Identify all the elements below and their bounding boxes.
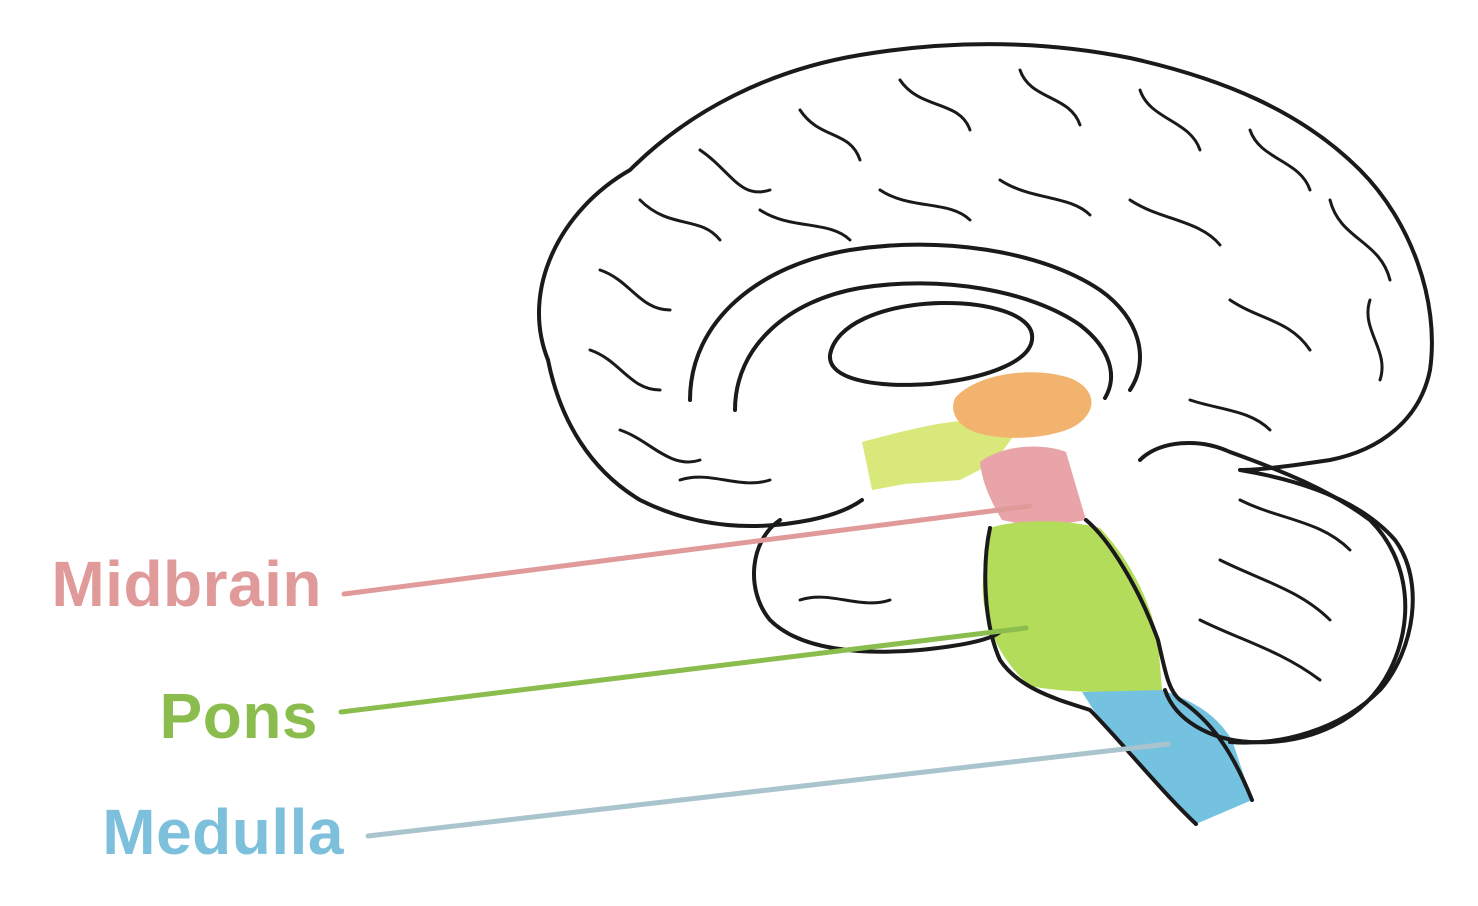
brainstem-outline-right [1084,518,1254,802]
brain-outline [537,42,1434,826]
gyrus-lines [588,68,1392,682]
corpus-callosum-inner [733,281,1113,412]
pons-label: Pons [159,680,318,752]
medulla-region [1082,690,1252,824]
midbrain-label: Midbrain [51,548,322,620]
corpus-callosum-outer [688,242,1142,402]
lateral-ventricle [827,300,1035,387]
thalamus-region [953,372,1092,438]
frontal-base-outline [546,358,864,528]
medulla-leader-line [365,741,1171,839]
midbrain-leader-line [341,503,1033,597]
cerebrum-outline [537,42,1434,745]
medulla-label: Medulla [102,796,344,868]
pons-leader-line [338,625,1029,715]
cerebellum-outline [1138,441,1408,745]
hypothalamus-region [862,419,1012,490]
brainstem-outline-left [983,526,1198,826]
temporal-lobe-outline [752,518,1002,654]
pons-region [982,521,1162,693]
midbrain-region [980,446,1086,528]
